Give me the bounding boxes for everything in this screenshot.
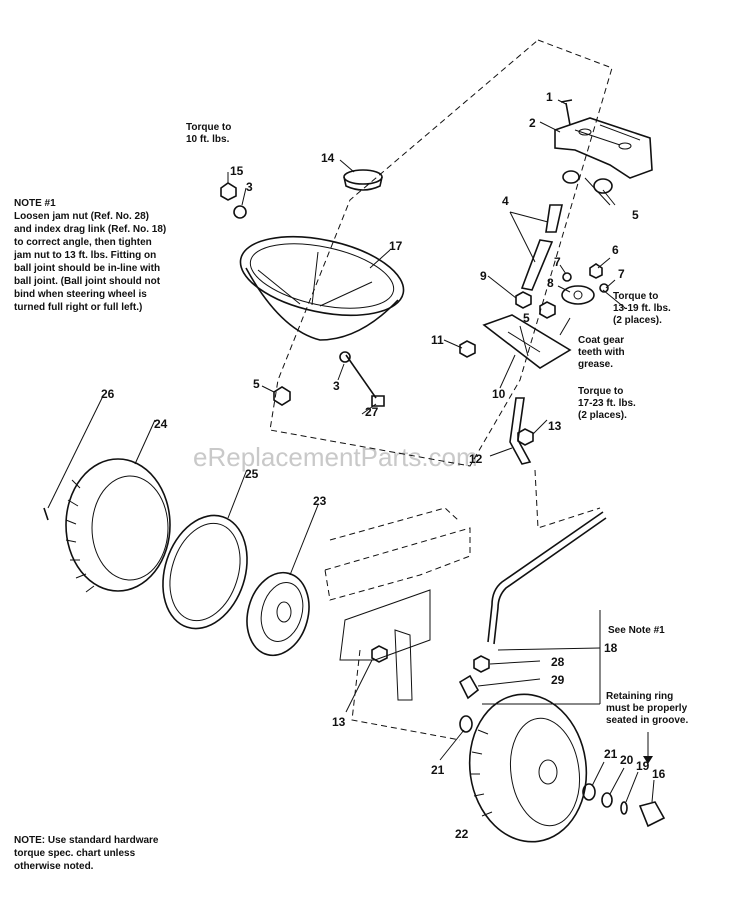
torque-note-wheel: Torque to 10 ft. lbs. (186, 122, 232, 145)
drag-link (487, 511, 607, 645)
callout-13-upper: 13 (548, 419, 562, 433)
callout-21-right: 21 (604, 747, 618, 761)
upper-assembly-dashed-outline (269, 39, 613, 467)
nut-13-upper (517, 428, 534, 446)
washer-20 (601, 792, 613, 808)
callout-2: 2 (529, 116, 536, 130)
note-1-body: Loosen jam nut (Ref. No. 28) and index d… (14, 211, 167, 313)
callout-17: 17 (389, 239, 403, 253)
callout-14: 14 (321, 151, 335, 165)
valve-stem (43, 507, 49, 521)
callout-3-lower: 3 (333, 379, 340, 393)
ball-joint-29 (458, 674, 480, 700)
callout-26: 26 (101, 387, 115, 401)
frame-dashed-outline (351, 649, 461, 741)
washer-3-upper (233, 205, 247, 219)
leader-lines (47, 99, 655, 803)
callout-10: 10 (492, 387, 506, 401)
left-tire (65, 458, 171, 593)
front-axle-frame (324, 507, 471, 701)
gear-plate (482, 314, 572, 369)
nut-5-lower (273, 386, 291, 406)
callout-5-right: 5 (632, 208, 639, 222)
callout-5-mid: 5 (523, 311, 530, 325)
bolt-27 (339, 351, 385, 407)
callout-13-lower: 13 (332, 715, 346, 729)
wheel-rim (246, 571, 310, 657)
callout-7-left: 7 (554, 255, 561, 269)
nut-13-lower (371, 645, 388, 663)
washer-7-right (599, 283, 609, 293)
callout-27: 27 (365, 405, 379, 419)
pitman-arm (509, 397, 532, 465)
nut-9 (515, 291, 532, 309)
torque-note-17-23: Torque to 17-23 ft. lbs. (2 places). (578, 386, 636, 421)
lower-assembly-dashed-outline (534, 469, 601, 529)
steering-bracket (554, 117, 653, 179)
nut-6 (589, 263, 603, 279)
bushing-21-right (582, 783, 596, 801)
callout-5-lower: 5 (253, 377, 260, 391)
retaining-ring-note: Retaining ring must be properly seated i… (606, 691, 689, 726)
steering-cap (343, 169, 383, 191)
jam-nut-28 (473, 655, 490, 673)
note-1-title: NOTE #1 (14, 198, 56, 209)
callout-16: 16 (652, 767, 666, 781)
callout-15: 15 (230, 164, 244, 178)
callout-8: 8 (547, 276, 554, 290)
callout-25: 25 (245, 467, 259, 481)
callout-28: 28 (551, 655, 565, 669)
retaining-ring-19 (620, 801, 628, 815)
washer-7-left (562, 272, 572, 282)
steering-gear (561, 285, 595, 305)
nut-5-mid (539, 301, 556, 319)
callout-4: 4 (502, 194, 509, 208)
callout-23: 23 (313, 494, 327, 508)
callout-1: 1 (546, 90, 553, 104)
callout-19: 19 (636, 759, 650, 773)
callout-11: 11 (431, 333, 444, 347)
callout-3-upper: 3 (246, 180, 253, 194)
see-note-1: See Note #1 (608, 625, 665, 636)
steering-shaft (520, 204, 563, 291)
callout-numbers: 1 2 3 3 4 5 5 5 6 7 7 8 9 10 11 12 13 13… (101, 90, 666, 841)
coat-gear-note: Coat gear teeth with grease. (578, 335, 625, 370)
bushing-5-right (593, 178, 613, 194)
torque-note-13-19: Torque to 13-19 ft. lbs. (2 places). (613, 291, 671, 326)
callout-6: 6 (612, 243, 619, 257)
hardware-torque-note: NOTE: Use standard hardware torque spec.… (14, 835, 159, 872)
nut-15 (220, 182, 237, 201)
steering-wheel (239, 235, 405, 341)
callout-21-left: 21 (431, 763, 445, 777)
bolt-1 (560, 99, 573, 126)
nut-11 (459, 340, 476, 358)
callout-9: 9 (480, 269, 487, 283)
right-tire (468, 693, 588, 843)
callout-18: 18 (604, 641, 618, 655)
callout-7-right: 7 (618, 267, 625, 281)
inner-tube (162, 514, 248, 630)
callout-24: 24 (154, 417, 168, 431)
callout-29: 29 (551, 673, 565, 687)
watermark: eReplacementParts.com (193, 442, 478, 472)
callout-12: 12 (469, 452, 483, 466)
callout-20: 20 (620, 753, 634, 767)
bushing-5-left (562, 170, 580, 184)
bushing-21-left (459, 715, 473, 733)
retaining-ring-arrow (643, 756, 653, 764)
callout-22: 22 (455, 827, 469, 841)
hub-cap-16 (638, 801, 666, 828)
